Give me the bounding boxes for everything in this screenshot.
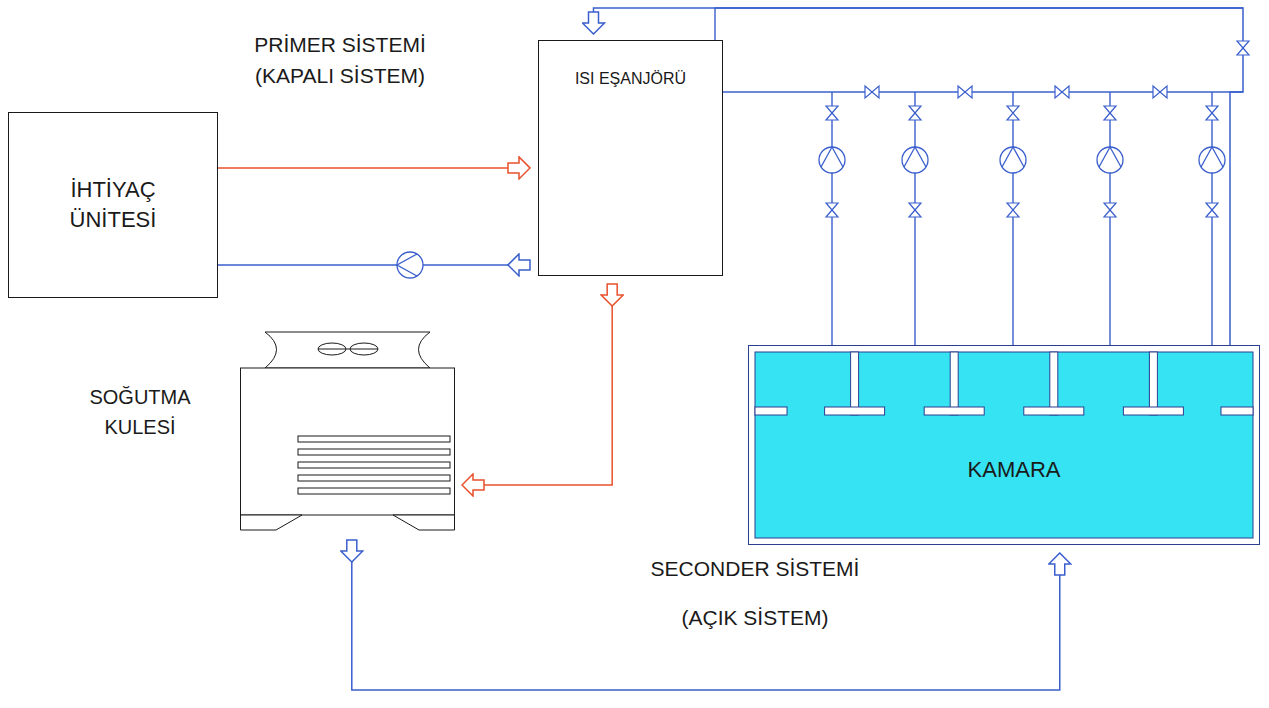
chamber-tank: KAMARA (748, 345, 1269, 545)
compartment-wall (851, 352, 859, 415)
pump-symbol (1199, 147, 1225, 173)
pipe (715, 8, 1243, 92)
louver (298, 475, 450, 481)
demand-unit-box: İHTİYAÇ ÜNİTESİ (8, 112, 218, 298)
pump-impeller (904, 147, 926, 167)
pipe (1211, 92, 1212, 345)
pump-casing (1199, 147, 1225, 173)
tower-foot (241, 515, 303, 530)
compartment-ledge (755, 407, 787, 415)
pump-casing (1000, 147, 1026, 173)
pipe-connector (218, 264, 530, 266)
node-label: İHTİYAÇ ÜNİTESİ (51, 175, 176, 234)
pipe (1109, 92, 1110, 345)
pump-impeller (397, 254, 417, 276)
system-label: PRİMER SİSTEMİ (KAPALI SİSTEM) (225, 29, 455, 91)
pump-impeller (1099, 147, 1121, 167)
fan-shaft (318, 349, 378, 350)
compartment-wall (1149, 352, 1157, 415)
compartment-wall (950, 352, 958, 415)
valve-symbol (826, 106, 838, 120)
valve-symbol (1206, 106, 1218, 120)
compartment-ledge (1123, 407, 1183, 415)
valve-symbol (1237, 41, 1249, 55)
pump-casing (902, 147, 928, 173)
pipe (914, 92, 915, 345)
pump-impeller (1201, 147, 1223, 167)
compartment-ledge (825, 407, 885, 415)
pump-symbol (819, 147, 845, 173)
pipe-connector (462, 284, 612, 485)
valve-symbol (909, 203, 921, 217)
tower-body (241, 368, 455, 515)
louver (298, 488, 450, 494)
pump-symbol (1000, 147, 1026, 173)
tank-outline (749, 346, 1260, 545)
valve-symbol (826, 203, 838, 217)
pump-casing (819, 147, 845, 173)
pump-symbol (1097, 147, 1123, 173)
pump-symbol (902, 147, 928, 173)
pipe-connector (218, 167, 530, 169)
valve-symbol (958, 86, 972, 98)
compartment-ledge (1221, 407, 1253, 415)
fan-housing (265, 332, 430, 368)
compartment-ledge (1024, 407, 1084, 415)
valve-symbol (1104, 106, 1116, 120)
compartment-wall (1050, 352, 1058, 415)
valve-symbol (909, 106, 921, 120)
valve-symbol (1007, 106, 1019, 120)
system-label: SECONDER SİSTEMİ (AÇIK SİSTEM) (620, 544, 890, 642)
pump-symbol (397, 252, 423, 278)
pump-impeller (1002, 147, 1024, 167)
valve-symbol (1007, 203, 1019, 217)
shape-outline (240, 330, 455, 535)
valve-symbol (1104, 203, 1116, 217)
valve-symbol (865, 86, 879, 98)
shape-outline (748, 345, 1269, 545)
compartment-ledge (924, 407, 984, 415)
valve-symbol (1055, 86, 1069, 98)
water-volume (755, 352, 1253, 538)
tower-foot (393, 515, 455, 530)
node-label: ISI EŞANJÖRÜ (539, 69, 722, 88)
pump-casing (1097, 147, 1123, 173)
pump-impeller (821, 147, 843, 167)
cooling-tower: SOĞUTMA KULESİ (240, 330, 455, 535)
pipe (831, 92, 832, 345)
louver (298, 436, 450, 442)
pipe (1012, 92, 1013, 345)
heat-exchanger-box: ISI EŞANJÖRÜ (538, 40, 723, 276)
node-label: SOĞUTMA KULESİ (76, 382, 204, 442)
valve-symbol (1206, 203, 1218, 217)
louver (298, 462, 450, 468)
node-label: KAMARA (748, 457, 1269, 483)
pump-casing (397, 252, 423, 278)
louver (298, 449, 450, 455)
pipe-connector (352, 540, 1060, 690)
valve-symbol (1153, 86, 1167, 98)
